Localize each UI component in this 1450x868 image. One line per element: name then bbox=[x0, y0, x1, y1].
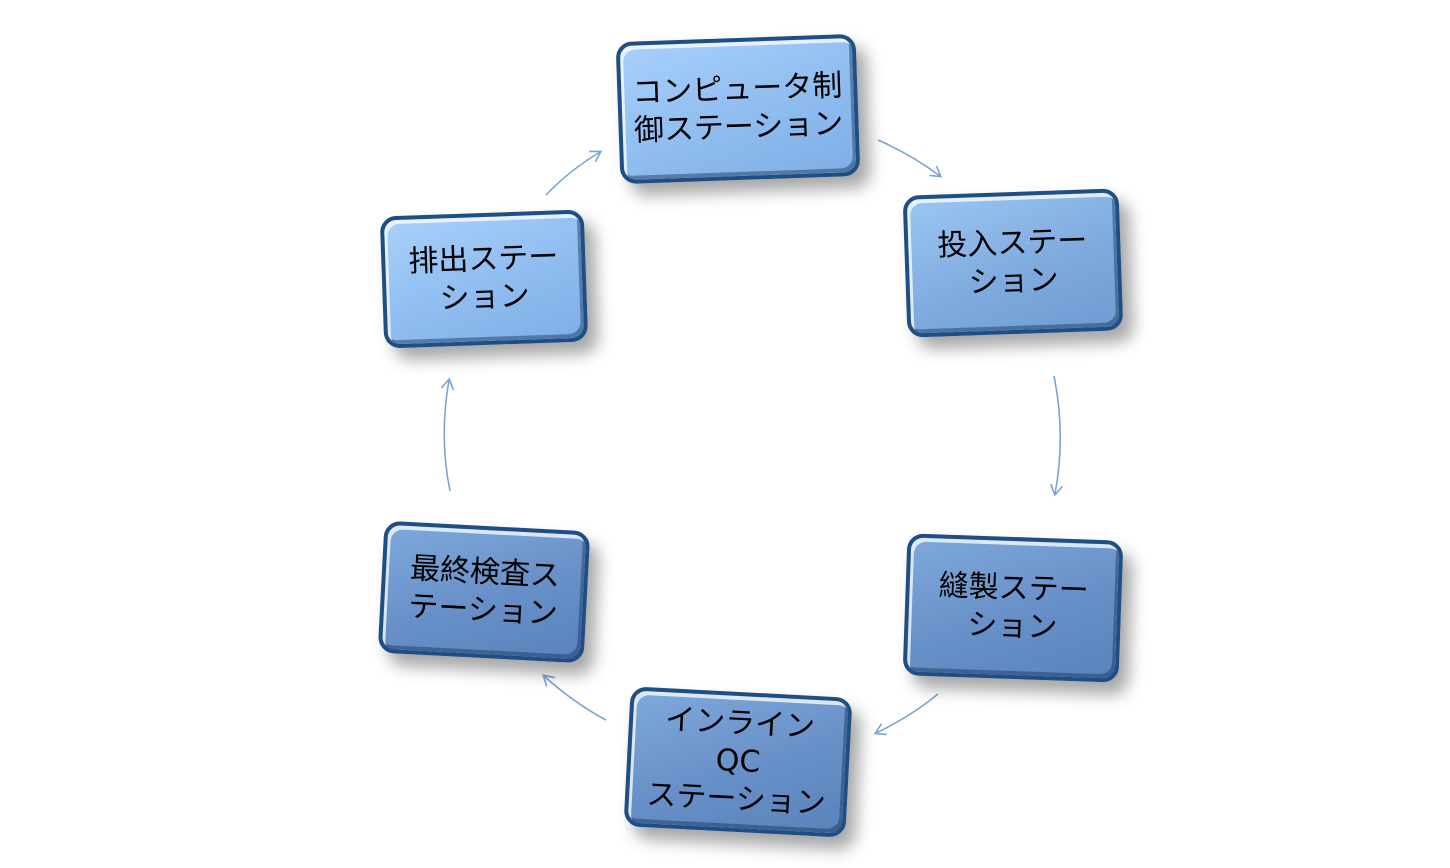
arrow-control-to-input bbox=[877, 139, 943, 178]
input-station-node: 投入ステー ション bbox=[902, 188, 1124, 338]
arrow-discharge-to-control bbox=[545, 150, 603, 196]
input-station-label: 投入ステー ション bbox=[936, 223, 1088, 301]
sewing-station-label: 縫製ステー ション bbox=[938, 568, 1090, 646]
discharge-station-label: 排出ステー ション bbox=[407, 239, 559, 317]
inline-qc-station-node: インラインQC ステーション bbox=[623, 686, 853, 838]
final-inspection-station-label: 最終検査ス テーション bbox=[407, 551, 561, 632]
discharge-station-node: 排出ステー ション bbox=[379, 209, 589, 349]
final-inspection-station-node: 最終検査ス テーション bbox=[377, 520, 591, 664]
arrow-input-to-sewing bbox=[1049, 375, 1064, 497]
inline-qc-station-label: インラインQC ステーション bbox=[645, 702, 827, 822]
sewing-station-node: 縫製ステー ション bbox=[902, 533, 1124, 683]
computer-control-station-node: コンピュータ制 御ステーション bbox=[615, 33, 861, 185]
arrow-sewing-to-qc bbox=[873, 693, 939, 736]
arrow-final-to-discharge bbox=[440, 377, 455, 492]
computer-control-station-label: コンピュータ制 御ステーション bbox=[631, 68, 844, 149]
arrow-qc-to-final bbox=[542, 674, 607, 721]
